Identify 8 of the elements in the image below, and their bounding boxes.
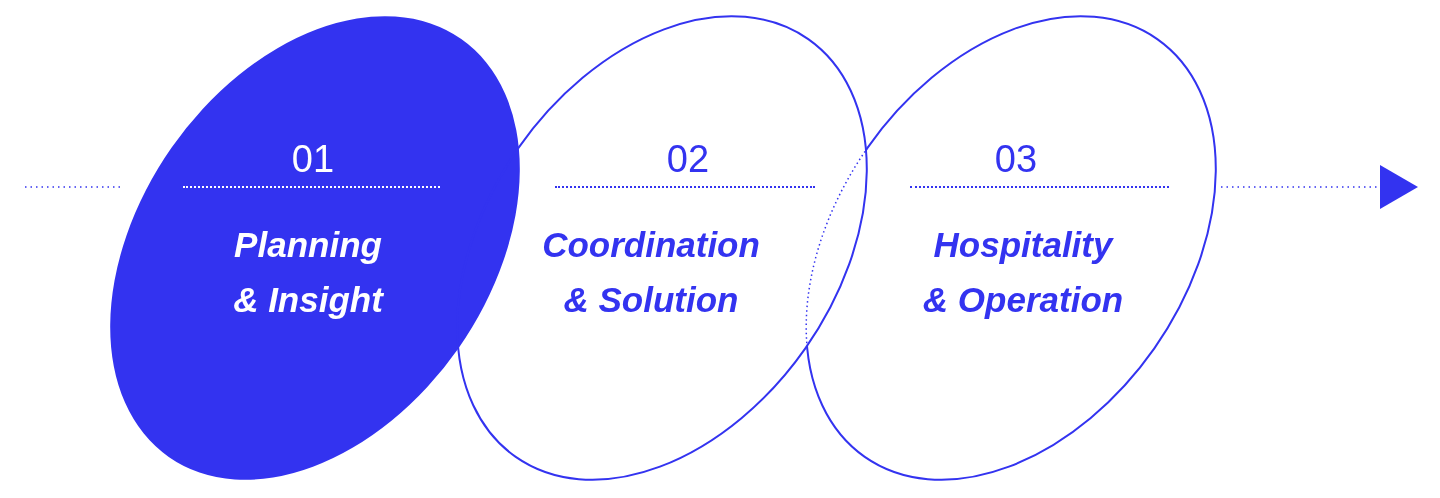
step-number: 02 (666, 140, 710, 178)
dotted-arrow (1220, 165, 1419, 209)
step-number: 01 (291, 140, 335, 178)
step-title: Hospitality & Operation (921, 224, 1125, 321)
step-title: Planning & Insight (232, 224, 385, 321)
step-number: 03 (994, 140, 1038, 178)
step-title: Coordination & Solution (541, 224, 761, 321)
dotted-line (24, 186, 122, 188)
